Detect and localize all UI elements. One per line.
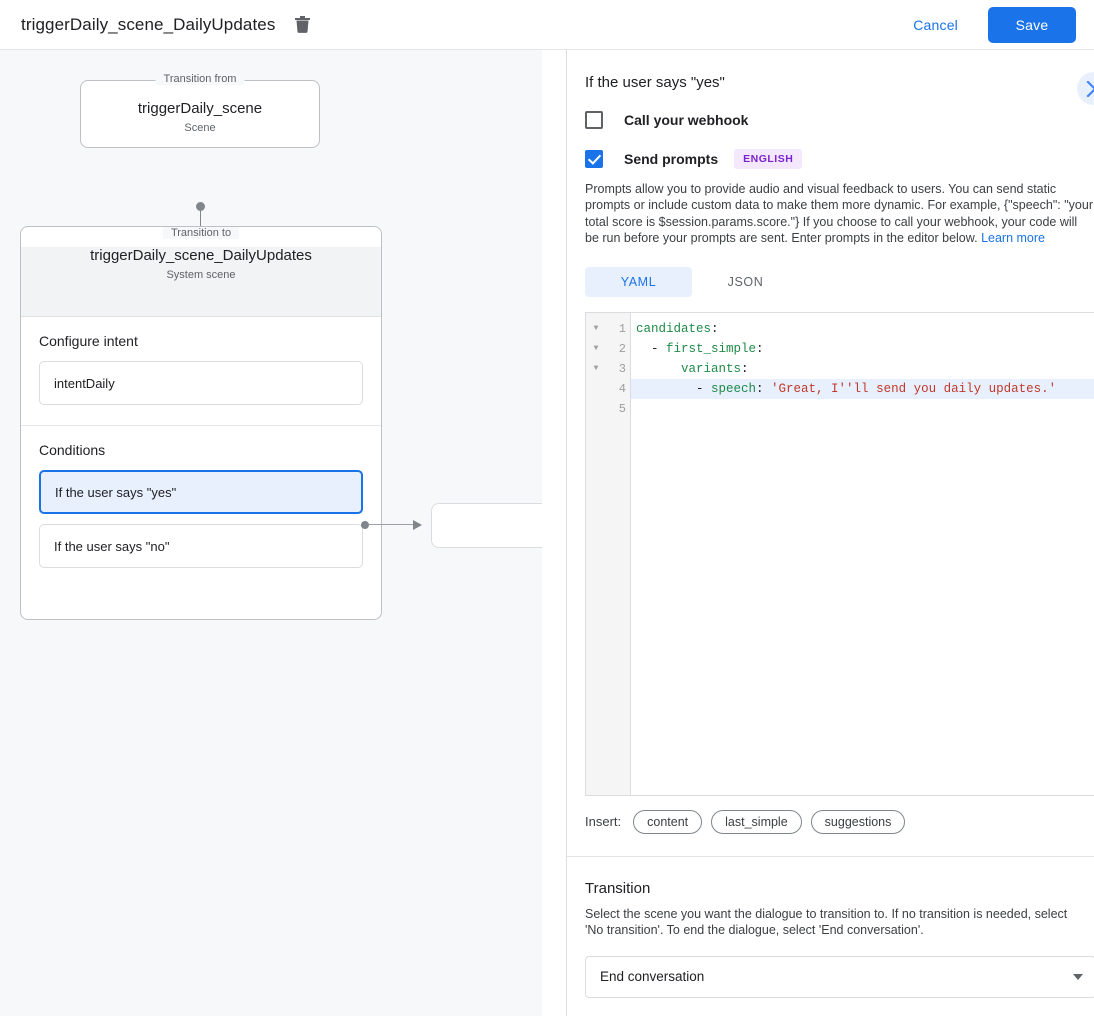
send-prompts-label: Send prompts	[624, 151, 719, 167]
transition-description: Select the scene you want the dialogue t…	[585, 906, 1068, 938]
insert-label: Insert:	[585, 814, 622, 830]
editor-code-line[interactable]	[631, 399, 1094, 419]
insert-chip-last-simple[interactable]: last_simple	[711, 809, 802, 834]
editor-line-number: 4	[618, 381, 626, 396]
transition-from-title: triggerDaily_scene	[137, 100, 263, 117]
send-prompts-checkbox[interactable]	[585, 150, 603, 168]
code-token: :	[711, 321, 719, 336]
conditions-section: Conditions If the user says "yes" If the…	[21, 425, 381, 598]
conditions-label: Conditions	[39, 442, 106, 458]
editor-code-line[interactable]: - first_simple:	[631, 339, 1094, 359]
condition-connector-line	[369, 524, 414, 525]
section-divider	[567, 855, 1094, 857]
transition-to-header: triggerDaily_scene_DailyUpdates System s…	[21, 247, 381, 317]
page-title: triggerDaily_scene_DailyUpdates	[21, 14, 276, 34]
condition-connector-arrow-icon	[413, 520, 422, 530]
tab-yaml[interactable]: YAML	[585, 266, 692, 297]
insert-chip-content[interactable]: content	[633, 809, 703, 834]
editor-line-number: 1	[618, 321, 626, 336]
code-token: candidates	[636, 321, 712, 336]
transition-to-node[interactable]: triggerDaily_scene_DailyUpdates System s…	[20, 226, 382, 620]
code-token: speech	[711, 381, 757, 396]
details-panel-header: If the user says "yes"	[585, 50, 1094, 105]
save-button[interactable]: Save	[988, 6, 1076, 43]
transition-select-value: End conversation	[600, 969, 705, 985]
top-bar: triggerDaily_scene_DailyUpdates Cancel S…	[0, 0, 1094, 50]
send-prompts-row[interactable]: Send prompts ENGLISH	[585, 149, 1094, 169]
code-token	[636, 362, 681, 376]
trash-icon	[294, 16, 310, 33]
transition-from-subtitle: Scene	[184, 122, 216, 134]
fold-arrow-icon[interactable]: ▼	[593, 363, 599, 373]
language-badge: ENGLISH	[734, 149, 803, 169]
insert-row: Insert: content last_simple suggestions	[585, 809, 1094, 834]
insert-chip-suggestions[interactable]: suggestions	[810, 809, 906, 834]
code-token: :	[756, 381, 772, 396]
code-token: :	[756, 341, 764, 356]
fold-arrow-icon[interactable]: ▼	[593, 343, 599, 353]
call-webhook-checkbox[interactable]	[585, 111, 603, 129]
details-panel: If the user says "yes" Call your webhook…	[567, 50, 1094, 1016]
chevron-right-icon	[1086, 80, 1094, 97]
cancel-button[interactable]: Cancel	[901, 8, 970, 42]
delete-button[interactable]	[289, 12, 315, 38]
fold-arrow-icon[interactable]: ▼	[593, 323, 599, 333]
code-token: -	[636, 381, 712, 396]
condition-connector-dot	[361, 521, 369, 529]
prompts-description: Prompts allow you to provide audio and v…	[585, 182, 1093, 246]
transition-to-subtitle: System scene	[166, 269, 236, 281]
call-webhook-label: Call your webhook	[624, 112, 749, 128]
intent-field[interactable]: intentDaily	[39, 361, 363, 405]
code-token: :	[741, 361, 749, 376]
scene-graph-canvas[interactable]: Transition from triggerDaily_scene Scene…	[0, 50, 542, 1016]
code-token: variants	[681, 361, 742, 376]
panel-divider	[566, 50, 567, 1016]
editor-line-number: 3	[618, 361, 626, 376]
transition-to-legend: Transition to	[162, 227, 240, 239]
editor-line-number: 5	[618, 401, 626, 416]
editor-gutter-row: ▼3	[586, 359, 630, 379]
editor-gutter-row: ▼2	[586, 339, 630, 359]
next-node-partial[interactable]	[431, 503, 542, 548]
editor-gutter-row: ▼1	[586, 319, 630, 339]
transition-title: Transition	[585, 879, 651, 897]
canvas-gutter	[542, 50, 566, 1016]
expand-panel-button[interactable]	[1077, 72, 1094, 105]
editor-format-tabs: YAML JSON	[585, 266, 1094, 297]
code-token: 'Great, I''ll send you daily updates.'	[771, 381, 1057, 396]
condition-item-no[interactable]: If the user says "no"	[39, 524, 363, 568]
editor-line-number: 2	[618, 341, 626, 356]
transition-from-node[interactable]: Transition from triggerDaily_scene Scene	[80, 73, 320, 148]
code-token: first_simple	[666, 341, 757, 356]
chevron-down-icon	[1073, 973, 1083, 980]
editor-code-line[interactable]: candidates:	[631, 319, 1094, 339]
call-webhook-row[interactable]: Call your webhook	[585, 111, 1094, 129]
configure-intent-section: Configure intent intentDaily	[21, 317, 381, 425]
condition-item-yes[interactable]: If the user says "yes"	[39, 470, 363, 514]
tab-json[interactable]: JSON	[692, 267, 799, 297]
connector-dot	[196, 202, 205, 211]
prompts-help-text: Prompts allow you to provide audio and v…	[585, 181, 1094, 247]
editor-code-area[interactable]: candidates: - first_simple: variants: - …	[631, 313, 1094, 795]
editor-code-line[interactable]: variants:	[631, 359, 1094, 379]
configure-intent-label: Configure intent	[39, 333, 138, 349]
transition-from-legend: Transition from	[155, 73, 245, 85]
learn-more-link[interactable]: Learn more	[981, 231, 1045, 246]
details-panel-title: If the user says "yes"	[585, 74, 725, 91]
editor-gutter-row: 5	[586, 399, 630, 419]
transition-select[interactable]: End conversation	[585, 955, 1094, 998]
editor-gutter-row: 4	[586, 379, 630, 399]
code-token: -	[636, 341, 667, 356]
transition-to-title: triggerDaily_scene_DailyUpdates	[90, 247, 312, 264]
top-bar-actions: Cancel Save	[901, 6, 1094, 43]
editor-code-line[interactable]: - speech: 'Great, I''ll send you daily u…	[631, 378, 1094, 399]
